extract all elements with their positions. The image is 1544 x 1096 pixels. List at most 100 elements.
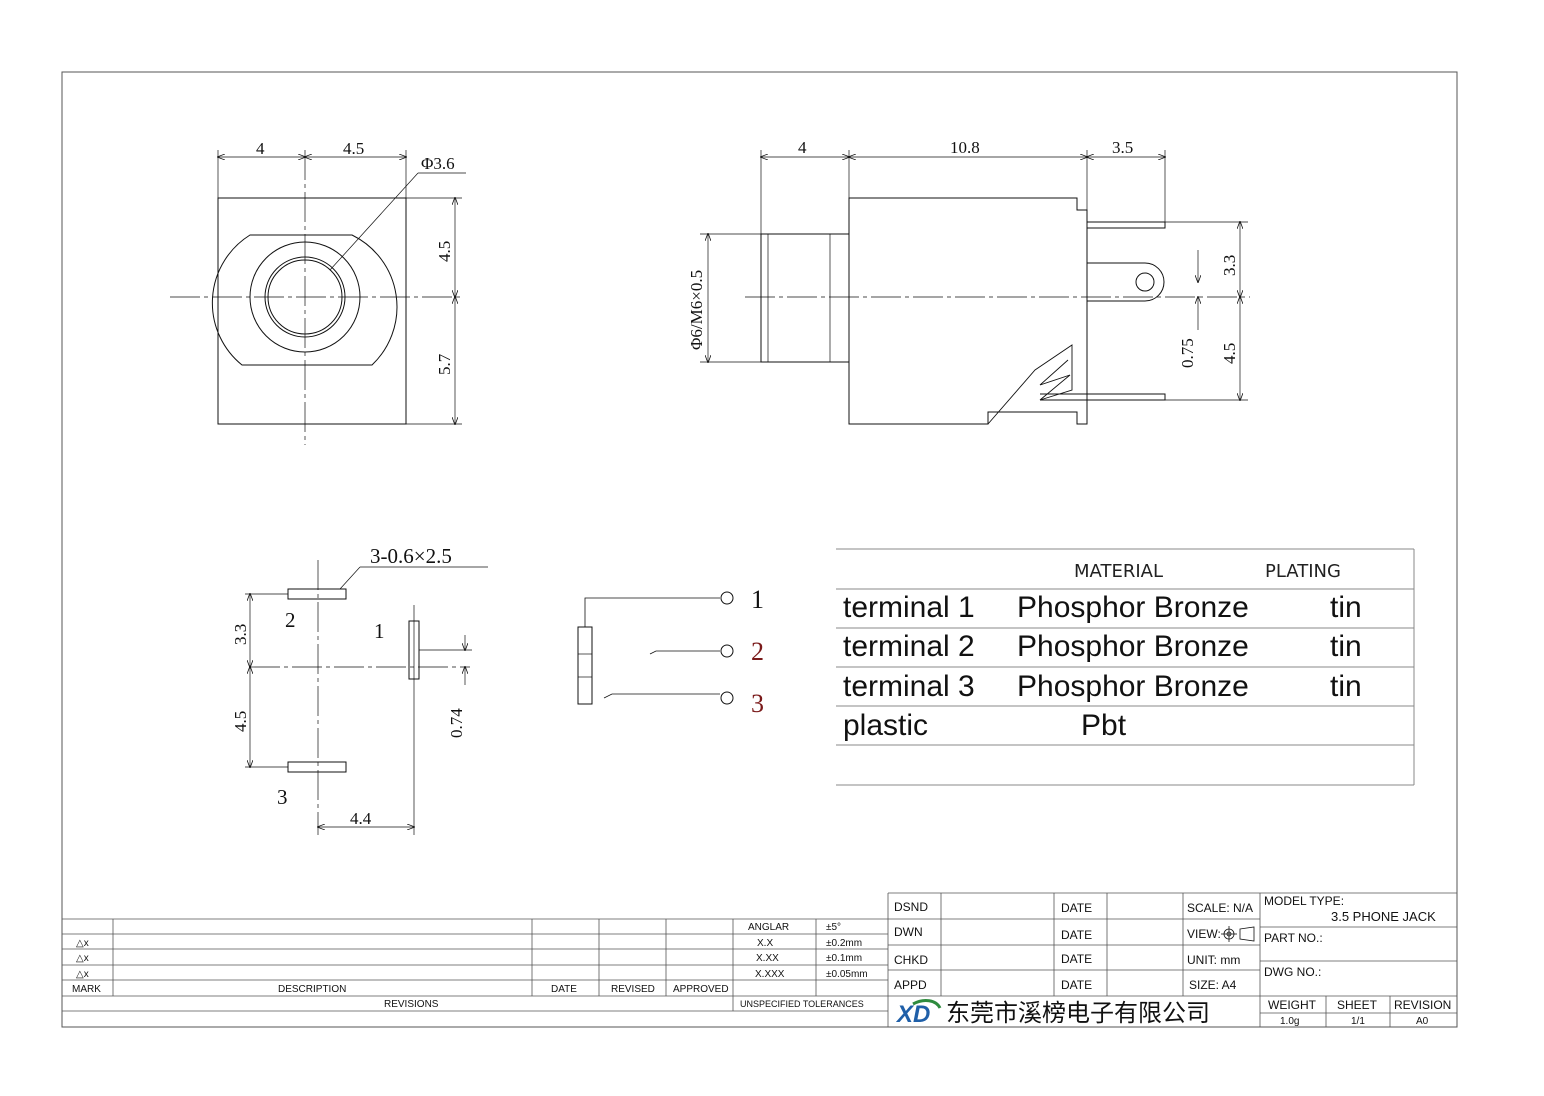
model-type-label: MODEL TYPE:	[1264, 894, 1344, 908]
front-dim-top-right: 4.5	[343, 139, 364, 158]
footprint-pad-2	[287, 588, 347, 600]
schematic-pin-1-label: 1	[751, 585, 764, 614]
tolerance-value-3: ±0.1mm	[826, 953, 862, 964]
tolerance-value-2: ±0.2mm	[826, 938, 862, 949]
material-row-1-part: terminal 1	[843, 591, 975, 624]
side-pin-top	[1087, 221, 1166, 229]
side-dim-right-upper: 3.3	[1220, 255, 1239, 276]
side-tab	[1087, 262, 1165, 302]
tolerance-value-1: ±5°	[826, 922, 841, 933]
side-pin-bottom	[1040, 393, 1166, 401]
material-row-2-plating: tin	[1330, 630, 1362, 663]
side-spring-contact	[987, 344, 1073, 425]
part-no-label: PART NO.:	[1264, 931, 1323, 945]
footprint-pin-3-label: 3	[277, 785, 288, 809]
material-row-3-part: terminal 3	[843, 670, 975, 703]
front-dim-right-lower: 5.7	[435, 353, 454, 375]
signoff-date-appd: DATE	[1061, 978, 1092, 992]
sheet-border	[61, 71, 1458, 1028]
footprint-dim-pins: 3-0.6×2.5	[370, 544, 452, 568]
company-logo: XD	[895, 999, 942, 1028]
company-logo-text: XD	[895, 1001, 930, 1028]
material-row-1-plating: tin	[1330, 591, 1362, 624]
side-dim-pin-offset: 0.75	[1178, 338, 1197, 368]
tolerance-label-1: ANGLAR	[748, 922, 789, 933]
side-dim-top-2: 10.8	[950, 138, 980, 157]
front-view	[170, 150, 466, 445]
revisions-col-approved: APPROVED	[673, 984, 729, 995]
material-row-4-part: plastic	[843, 709, 928, 742]
footprint-dim-left-upper: 3.3	[231, 624, 250, 645]
company-name: 东莞市溪榜电子有限公司	[946, 999, 1210, 1027]
unit-field: UNIT: mm	[1187, 953, 1240, 967]
revision-mark-1: △x	[76, 938, 89, 949]
footprint-view	[245, 560, 488, 835]
material-row-3-plating: tin	[1330, 670, 1362, 703]
revisions-col-date: DATE	[551, 984, 577, 995]
material-row-2-material: Phosphor Bronze	[1017, 630, 1249, 663]
size-field: SIZE: A4	[1189, 978, 1237, 992]
tolerance-label-3: X.XX	[756, 953, 779, 964]
schematic-sleeve	[577, 626, 593, 705]
side-thread-nose	[760, 233, 850, 363]
footprint-dim-left-lower: 4.5	[231, 711, 250, 732]
projection-icon	[1221, 926, 1255, 942]
signoff-date-dwn: DATE	[1061, 928, 1092, 942]
title-block-lines	[62, 892, 1457, 1027]
signoff-role-chkd: CHKD	[894, 953, 928, 967]
revision-label: REVISION	[1394, 998, 1451, 1012]
side-view	[700, 150, 1250, 425]
sheet-value: 1/1	[1351, 1016, 1365, 1027]
revisions-col-mark: MARK	[72, 984, 101, 995]
front-dim-top-left: 4	[256, 139, 265, 158]
material-row-2-part: terminal 2	[843, 630, 975, 663]
tolerance-label-2: X.X	[757, 938, 773, 949]
weight-label: WEIGHT	[1268, 998, 1317, 1012]
signoff-role-dwn: DWN	[894, 925, 923, 939]
revision-mark-3: △x	[76, 969, 89, 980]
footprint-pin-1-label: 1	[374, 619, 385, 643]
side-dim-right-lower: 4.5	[1220, 343, 1239, 364]
side-dim-top-3: 3.5	[1112, 138, 1133, 157]
side-dim-thread: Φ6/M6×0.5	[687, 270, 706, 350]
signoff-role-dsnd: DSND	[894, 900, 928, 914]
front-dim-bore: Φ3.6	[421, 154, 455, 173]
material-row-1-material: Phosphor Bronze	[1017, 591, 1249, 624]
schematic-pin-3-label: 3	[751, 689, 764, 718]
signoff-date-chkd: DATE	[1061, 952, 1092, 966]
side-dim-top-1: 4	[798, 138, 807, 157]
weight-value: 1.0g	[1280, 1016, 1299, 1027]
sheet-label: SHEET	[1337, 998, 1378, 1012]
footprint-pin-2-label: 2	[285, 608, 296, 632]
tolerance-label-4: X.XXX	[755, 969, 785, 980]
model-type-value: 3.5 PHONE JACK	[1331, 909, 1436, 924]
footprint-pad-3	[287, 761, 347, 773]
signoff-date-dsnd: DATE	[1061, 901, 1092, 915]
front-flange	[211, 234, 398, 366]
material-header: MATERIAL	[1074, 561, 1163, 582]
footprint-dim-right: 0.74	[447, 708, 466, 738]
schematic-pin-2-label: 2	[751, 637, 764, 666]
material-row-3-material: Phosphor Bronze	[1017, 670, 1249, 703]
material-table	[836, 548, 1415, 786]
schematic-symbol	[577, 591, 734, 705]
revision-mark-2: △x	[76, 953, 89, 964]
footprint-dim-bottom: 4.4	[350, 809, 372, 828]
revisions-footer: REVISIONS	[384, 999, 439, 1010]
plating-header: PLATING	[1265, 561, 1341, 582]
revisions-col-revised: REVISED	[611, 984, 655, 995]
view-field: VIEW:	[1187, 927, 1221, 941]
signoff-role-appd: APPD	[894, 978, 927, 992]
scale-field: SCALE: N/A	[1187, 901, 1253, 915]
dwg-no-label: DWG NO.:	[1264, 965, 1321, 979]
revisions-col-description: DESCRIPTION	[278, 984, 346, 995]
front-dim-right-upper: 4.5	[435, 241, 454, 262]
material-row-4-material: Pbt	[1081, 709, 1127, 742]
front-body-outline	[217, 197, 407, 425]
side-tab-hole	[1135, 272, 1155, 292]
revision-value: A0	[1416, 1016, 1429, 1027]
side-body	[848, 197, 1088, 425]
tolerance-value-4: ±0.05mm	[826, 969, 868, 980]
tolerances-footer: UNSPECIFIED TOLERANCES	[740, 999, 864, 1009]
